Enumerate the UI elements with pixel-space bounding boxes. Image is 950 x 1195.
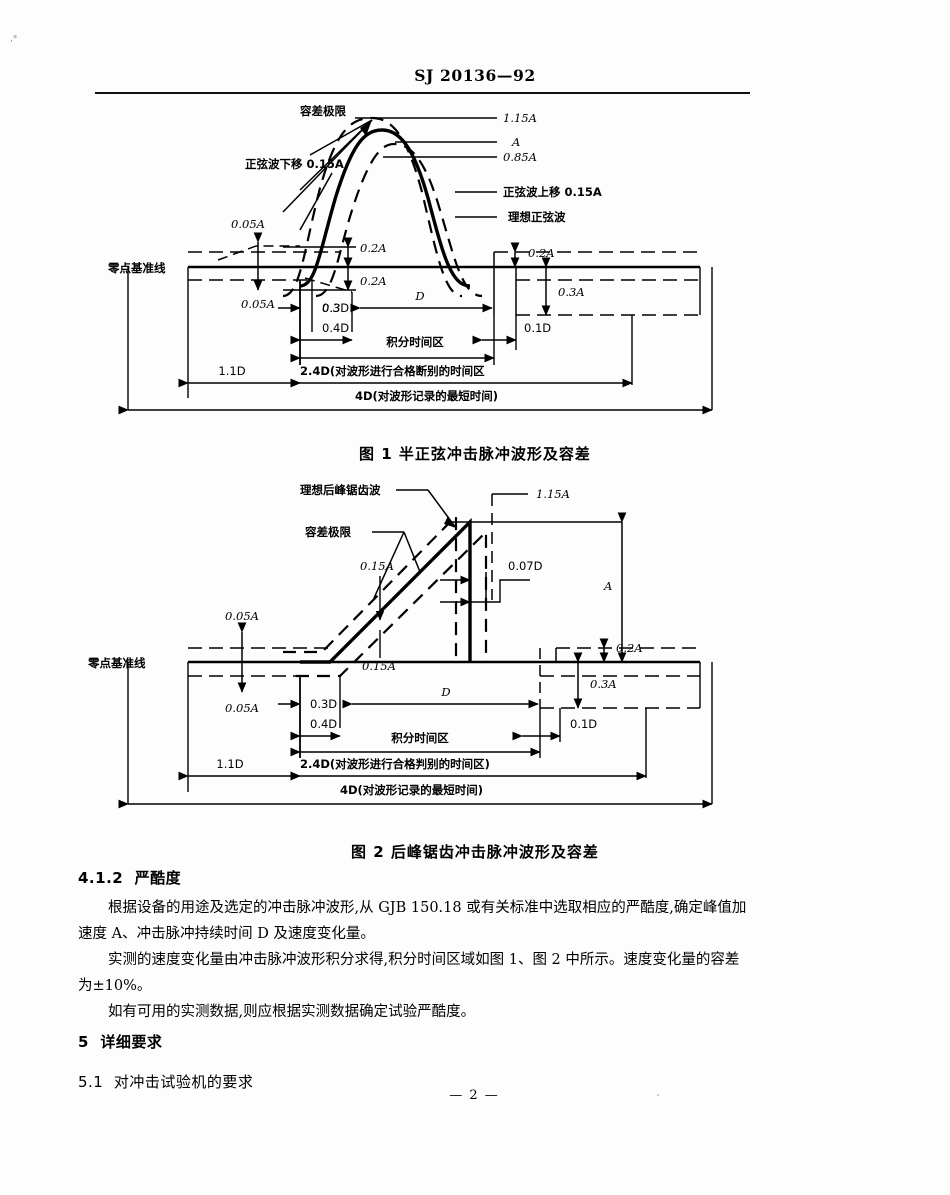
scan-corner-mark: ,* [10,34,18,44]
fig2-label-ideal-sawtooth: 理想后峰锯齿波 [300,483,381,497]
heading-5-1-title: 对冲击试验机的要求 [113,1073,254,1091]
fig2-label-01d: 0.1D [570,717,597,731]
figure-1-drawing: 1.15A A 0.85A 正弦波上移 0.15A 理想正弦波 容差极限 正弦波… [107,104,713,415]
header-rule [95,92,750,94]
fig2-label-02a-right: 0.2A [616,641,643,655]
fig1-label-tolerance-limit: 容差极限 [299,104,346,118]
fig1-label-03d: 0.3 [322,301,340,315]
heading-5-1-number: 5.1 [78,1073,104,1091]
paragraph-3: 如有可用的实测数据,则应根据实测数据确定试验严酷度。 [108,1004,476,1020]
fig1-label-a: A [511,135,520,149]
fig2-label-03d: 0.3D [310,697,337,711]
fig1-label-085a: 0.85A [503,150,537,164]
fig1-label-04d: 0.4D [322,321,349,335]
fig2-label-11d: 1.1D [216,757,243,771]
page-number-value: 2 [469,1088,481,1103]
fig2-label-24d: 2.4D(对波形进行合格判别的时间区) [300,757,490,771]
figure-2-drawing: 1.15A 理想后峰锯齿波 容差极限 0.15A [87,483,713,809]
fig1-label-sine-up: 正弦波上移 0.15A [503,185,602,199]
fig2-label-115a: 1.15A [536,487,570,501]
heading-4-1-2-title: 严酷度 [134,869,182,887]
fig1-label-02a-right: 0.2A [528,246,555,260]
fig1-label-01d: 0.1D [524,321,551,335]
heading-5-title: 详细要求 [100,1033,163,1051]
fig1-label-d: D [414,289,424,303]
fig1-label-zero-baseline: 零点基准线 [107,261,166,275]
fig1-label-03d-text: 0.3D [322,301,349,315]
figure-2-caption: 图 2 后峰锯齿冲击脉冲波形及容差 [351,843,599,861]
heading-4-1-2: 4.1.2 严酷度 [78,867,181,888]
fig1-label-005a-top: 0.05A [231,217,265,231]
fig2-label-03a-right: 0.3A [590,677,617,691]
heading-5: 5 详细要求 [78,1031,162,1052]
paragraph-2: 实测的速度变化量由冲击脉冲波形积分求得,积分时间区域如图 1、图 2 中所示。速… [78,952,740,994]
fig1-label-03a-right: 0.3A [558,285,585,299]
heading-4-1-2-number: 4.1.2 [78,869,124,887]
fig1-label-02a-bottom: 0.2A [360,274,387,288]
fig1-label-sine-down: 正弦波下移 0.15A [245,157,344,171]
figure-1: 1.15A A 0.85A 正弦波上移 0.15A 理想正弦波 容差极限 正弦波… [0,100,950,434]
fig2-label-007d: 0.07D [508,559,543,573]
fig2-label-005a-bottom: 0.05A [225,701,259,715]
fig1-label-02a-top: 0.2A [360,241,387,255]
fig2-label-integration-zone: 积分时间区 [391,731,449,745]
fig2-label-04d: 0.4D [310,717,337,731]
standard-number: SJ 20136—92 [414,66,536,85]
fig1-label-115a: 1.15A [503,111,537,125]
heading-5-number: 5 [78,1033,89,1051]
fig2-label-tolerance-limit: 容差极限 [304,525,351,539]
fig2-label-005a-top: 0.05A [225,609,259,623]
figure-2: 1.15A 理想后峰锯齿波 容差极限 0.15A [0,480,950,829]
fig1-label-005a-bottom: 0.05A [241,297,275,311]
fig2-label-zero-baseline: 零点基准线 [87,656,146,670]
fig1-label-11d: 1.1D [218,364,245,378]
fig1-label-ideal-sine: 理想正弦波 [508,210,566,224]
fig1-label-4d: 4D(对波形记录的最短时间) [355,389,498,403]
fig2-label-4d: 4D(对波形记录的最短时间) [340,783,483,797]
heading-5-1: 5.1 对冲击试验机的要求 [78,1071,253,1092]
fig2-label-d: D [440,685,450,699]
page-number: — 2 — [449,1088,501,1103]
figure-1-caption: 图 1 半正弦冲击脉冲波形及容差 [359,445,591,463]
fig2-label-015a-top: 0.15A [360,559,394,573]
fig1-label-integration-zone: 积分时间区 [386,335,444,349]
fig1-label-24d: 2.4D(对波形进行合格断别的时间区 [300,364,485,378]
paragraph-1: 根据设备的用途及选定的冲击脉冲波形,从 GJB 150.18 或有关标准中选取相… [78,900,747,942]
fig2-label-a: A [603,579,612,593]
